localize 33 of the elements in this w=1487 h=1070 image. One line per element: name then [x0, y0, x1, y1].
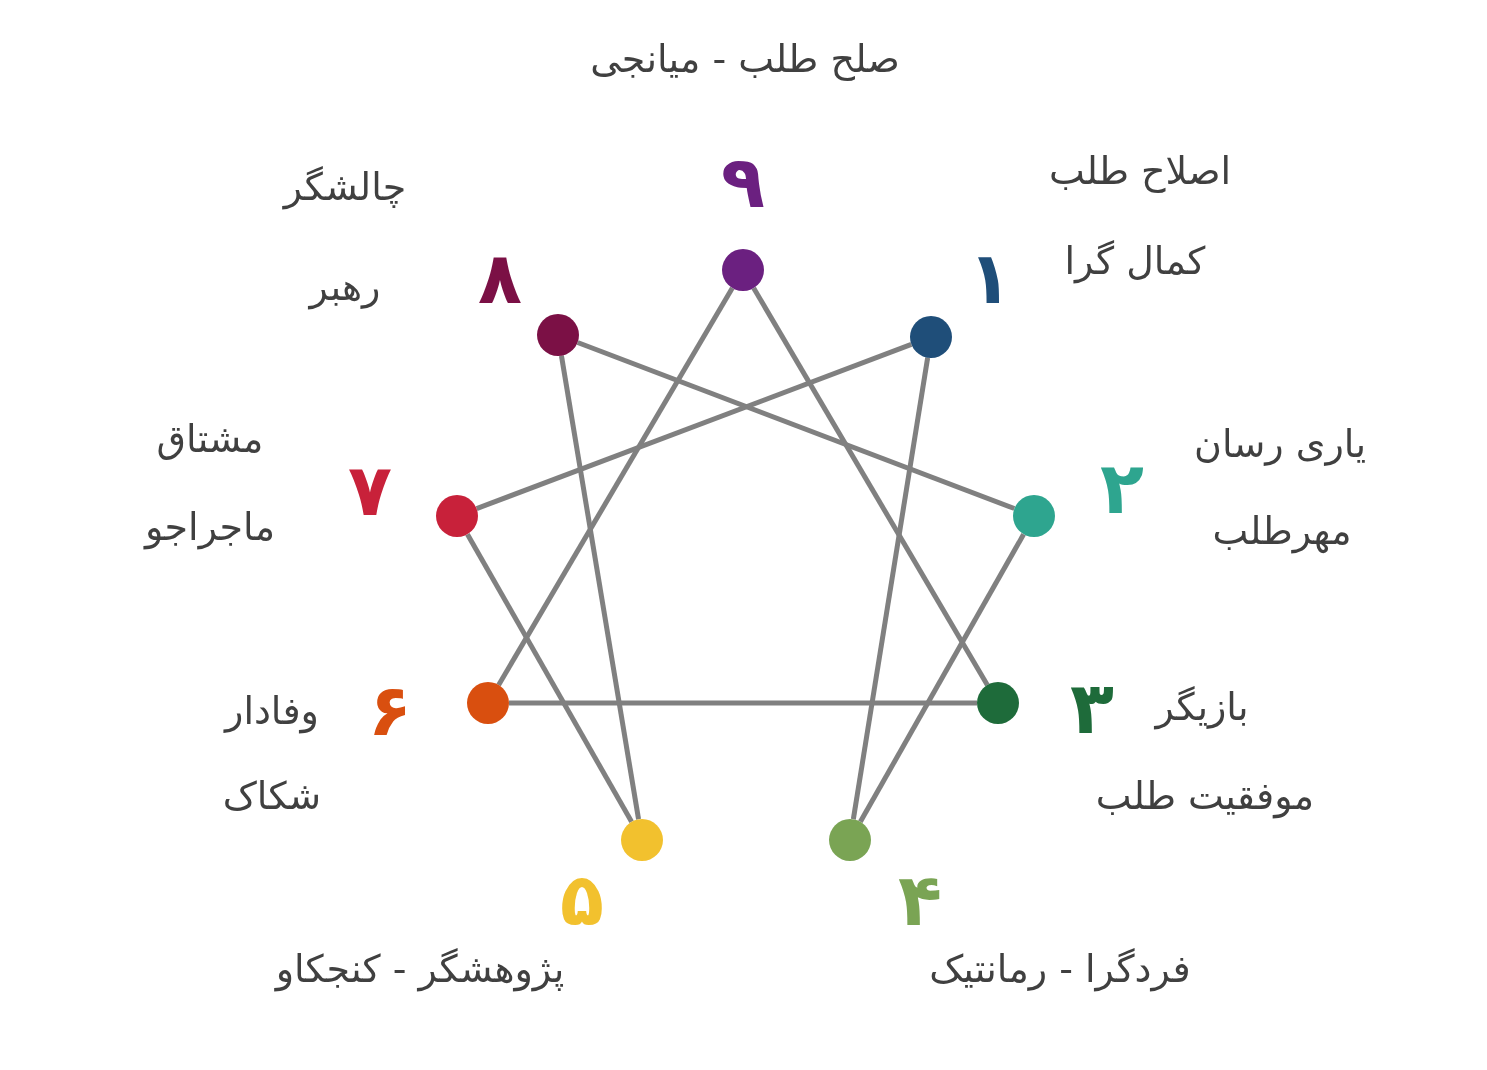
type-label: وفادار: [225, 688, 319, 736]
type-label: چالشگر: [283, 164, 407, 212]
type-label: ماجراجو: [144, 504, 276, 552]
type-label: پژوهشگر - کنجکاو: [275, 946, 565, 994]
type-number: ۵: [560, 864, 604, 936]
connector-line: [858, 533, 1026, 823]
type-number: ۸: [478, 242, 522, 314]
type-number: ۱: [968, 242, 1012, 314]
type-label: صلح طلب - میانجی: [590, 36, 900, 84]
type-label: کمال گرا: [1064, 238, 1206, 286]
connector-line: [751, 286, 990, 687]
type-number: ۹: [721, 146, 765, 218]
type-label: مشتاق: [156, 416, 264, 464]
connector-line: [465, 533, 634, 823]
type-label: یاری رسان: [1194, 421, 1366, 469]
connector-line: [509, 700, 977, 706]
type-number: ۷: [348, 454, 392, 526]
connector-line: [559, 355, 641, 820]
type-label: فردگرا - رمانتیک: [929, 946, 1191, 994]
type-label: شکاک: [222, 773, 322, 821]
type-number: ۴: [898, 864, 942, 936]
connector-line: [496, 286, 735, 687]
type-number: ۶: [368, 674, 412, 746]
type-label: اصلاح طلب: [1048, 148, 1232, 196]
connector-line: [850, 357, 931, 820]
type-label: بازیگر: [1155, 684, 1249, 732]
type-label: موفقیت طلب: [1095, 773, 1315, 821]
connector-line: [475, 342, 913, 511]
type-label: مهرطلب: [1212, 508, 1352, 556]
type-label: رهبر: [309, 264, 381, 312]
connector-line: [576, 340, 1016, 511]
type-number: ۳: [1070, 672, 1114, 744]
type-number: ۲: [1100, 452, 1144, 524]
